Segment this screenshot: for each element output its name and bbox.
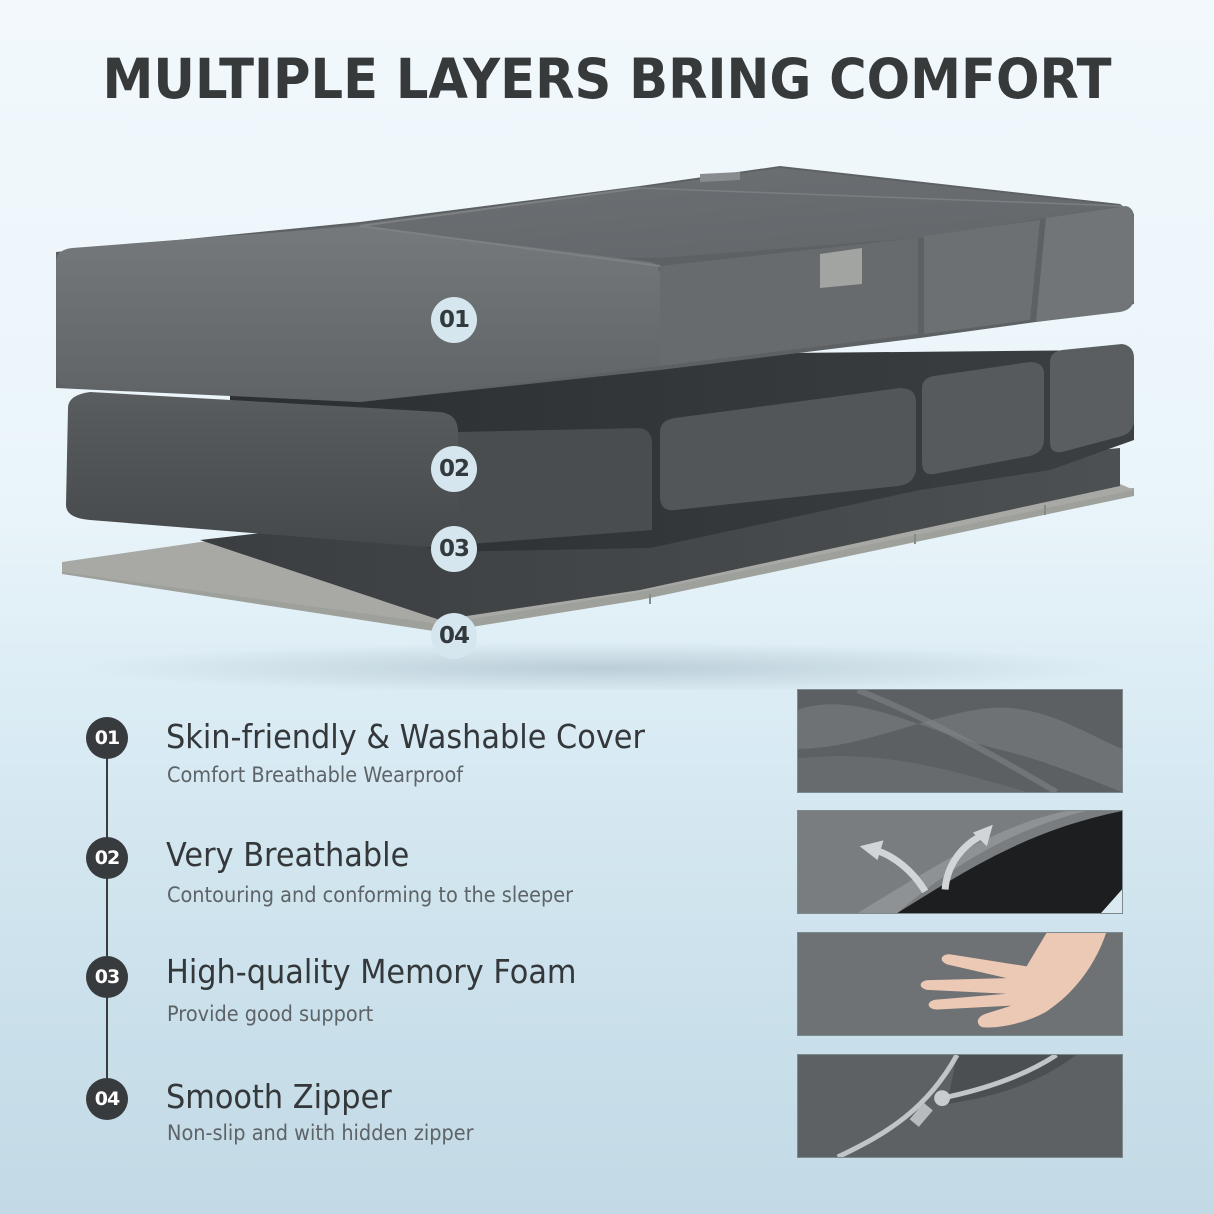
number-badge: 02 xyxy=(86,837,128,879)
photo-memory-foam-hand xyxy=(797,932,1123,1036)
feature-title: Skin-friendly & Washable Cover xyxy=(166,717,645,756)
number-badge: 03 xyxy=(86,956,128,998)
page-title: MULTIPLE LAYERS BRING COMFORT xyxy=(102,47,1112,111)
mattress-layers-illustration: 01 02 03 04 xyxy=(56,166,1134,694)
photo-breathable-foam xyxy=(797,810,1123,914)
feature-title: Smooth Zipper xyxy=(166,1077,392,1116)
layer-badge-03: 03 xyxy=(431,526,477,572)
feature-subtitle: Provide good support xyxy=(167,1002,374,1026)
timeline-line xyxy=(106,738,108,1100)
layer-02-foam-block xyxy=(66,344,1134,552)
feature-title: High-quality Memory Foam xyxy=(166,952,577,991)
feature-title: Very Breathable xyxy=(166,835,410,874)
layer-badge-04: 04 xyxy=(431,613,477,659)
photo-hidden-zipper xyxy=(797,1054,1123,1158)
feature-subtitle: Non-slip and with hidden zipper xyxy=(167,1121,474,1145)
feature-subtitle: Contouring and conforming to the sleeper xyxy=(167,883,574,907)
feature-subtitle: Comfort Breathable Wearproof xyxy=(167,763,464,787)
layer-badge-01: 01 xyxy=(431,297,477,343)
number-badge: 04 xyxy=(86,1078,128,1120)
number-badge: 01 xyxy=(86,717,128,759)
layer-01-cover xyxy=(56,166,1134,402)
layer-badge-02: 02 xyxy=(431,446,477,492)
photo-fabric-cover xyxy=(797,689,1123,793)
